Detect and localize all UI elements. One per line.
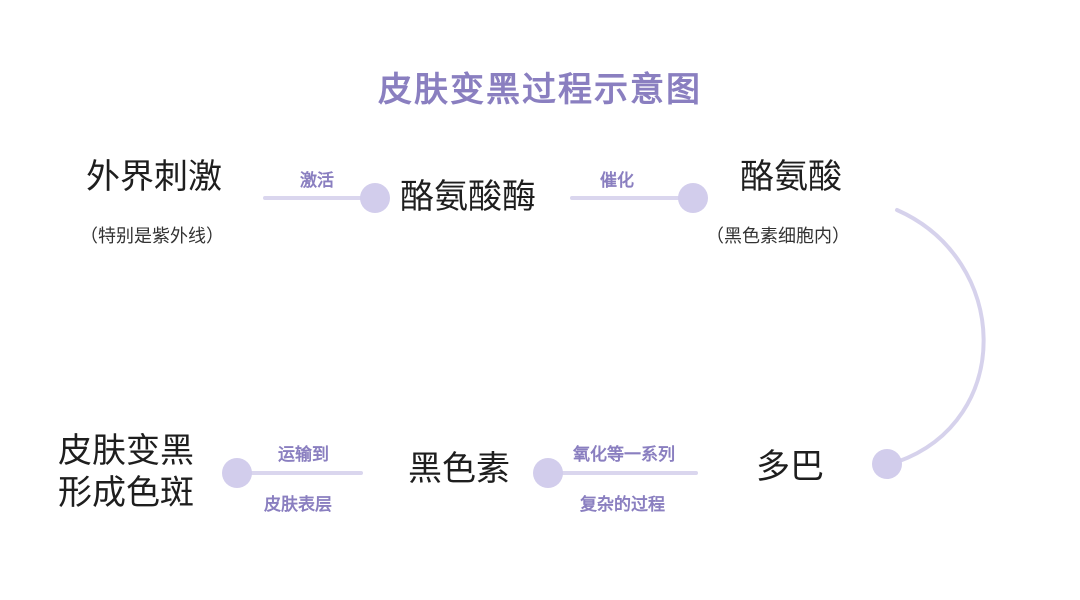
connector-dot-oxidation — [533, 458, 563, 488]
edge-label-oxidation-line2: 复杂的过程 — [580, 495, 665, 515]
node-result-line2: 形成色斑 — [58, 473, 194, 513]
node-tyrosine-note: （黑色素细胞内） — [706, 226, 850, 247]
node-result-line1: 皮肤变黑 — [58, 431, 194, 471]
edge-label-catalyze: 催化 — [600, 171, 634, 191]
node-tyrosine: 酪氨酸 — [740, 157, 842, 197]
edge-label-activate: 激活 — [300, 171, 334, 191]
node-tyrosinase: 酪氨酸酶 — [400, 177, 536, 217]
node-melanin: 黑色素 — [408, 449, 510, 489]
connector-transport — [238, 471, 363, 475]
connector-activate — [263, 196, 373, 200]
diagram-title: 皮肤变黑过程示意图 — [378, 70, 702, 110]
connector-dot-catalyze — [678, 183, 708, 213]
tyrosine-to-dopa-curve — [895, 208, 986, 464]
connector-oxidation — [548, 471, 698, 475]
node-external-stimulus-note: （特别是紫外线） — [80, 226, 224, 247]
edge-label-transport-line2: 皮肤表层 — [264, 495, 332, 515]
connector-dot-activate — [360, 183, 390, 213]
edge-label-transport-line1: 运输到 — [278, 445, 329, 465]
node-dopa: 多巴 — [756, 447, 824, 487]
connector-dot-transport — [222, 458, 252, 488]
connector-dot-dopa — [872, 449, 902, 479]
node-external-stimulus: 外界刺激 — [86, 157, 222, 197]
connector-catalyze — [570, 196, 685, 200]
edge-label-oxidation-line1: 氧化等一系列 — [573, 445, 675, 465]
